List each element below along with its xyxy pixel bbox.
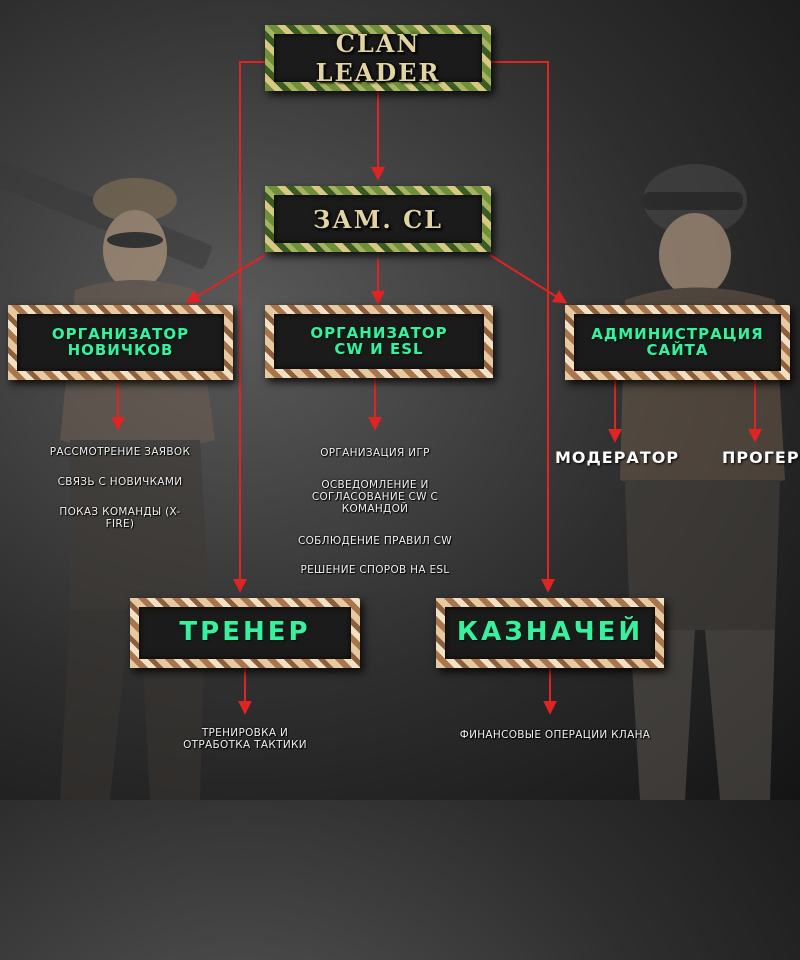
connector-lines: [111, 61, 762, 715]
trainer-title: ТРЕНЕР: [179, 617, 311, 648]
org-chart-diagram: CLAN LEADER ЗАМ. CL ОРГАНИЗАТОР НОВИЧКОВ…: [0, 25, 800, 800]
cw-duty-4: РЕШЕНИЕ СПОРОВ НА ESL: [300, 564, 450, 576]
line-leader-to-treasurer: [490, 61, 555, 593]
site-admin-title: АДМИНИСТРАЦИЯ САЙТА: [591, 324, 764, 359]
site-admin-box: АДМИНИСТРАЦИЯ САЙТА: [565, 305, 790, 380]
newbies-duty-2: СВЯЗЬ С НОВИЧКАМИ: [57, 476, 183, 488]
deputy-box: ЗАМ. CL: [265, 186, 491, 252]
trainer-box: ТРЕНЕР: [130, 598, 360, 668]
org-newbies-box: ОРГАНИЗАТОР НОВИЧКОВ: [8, 305, 233, 380]
newbies-duty-3: ПОКАЗ КОМАНДЫ (X-FIRE): [59, 506, 181, 530]
arrow-deputy-to-newbies: [185, 254, 266, 304]
org-newbies-title: ОРГАНИЗАТОР НОВИЧКОВ: [51, 324, 190, 359]
coder-label: ПРОГЕР: [722, 448, 800, 467]
cw-duty-3: СОБЛЮДЕНИЕ ПРАВИЛ CW: [297, 535, 452, 547]
arrow-deputy-to-admin: [489, 254, 568, 304]
clan-leader-title: CLAN LEADER: [315, 29, 441, 87]
moderator-label: МОДЕРАТОР: [555, 448, 680, 467]
cw-duty-1: ОРГАНИЗАЦИЯ ИГР: [320, 447, 430, 459]
line-leader-to-trainer: [233, 61, 268, 593]
treasurer-title: КАЗНАЧЕЙ: [456, 617, 644, 648]
trainer-duty: ТРЕНИРОВКА И ОТРАБОТКА ТАКТИКИ: [183, 727, 307, 751]
clan-leader-box: CLAN LEADER: [265, 25, 491, 91]
treasurer-duty: ФИНАНСОВЫЕ ОПЕРАЦИИ КЛАНА: [459, 729, 651, 741]
treasurer-box: КАЗНАЧЕЙ: [436, 598, 664, 668]
org-cw-box: ОРГАНИЗАТОР CW И ESL: [265, 305, 493, 378]
cw-duty-2: ОСВЕДОМЛЕНИЕ И СОГЛАСОВАНИЕ CW С КОМАНДО…: [311, 479, 439, 515]
org-cw-title: ОРГАНИЗАТОР CW И ESL: [310, 323, 448, 358]
deputy-title: ЗАМ. CL: [312, 204, 444, 234]
newbies-duty-1: РАССМОТРЕНИЕ ЗАЯВОК: [49, 446, 191, 458]
